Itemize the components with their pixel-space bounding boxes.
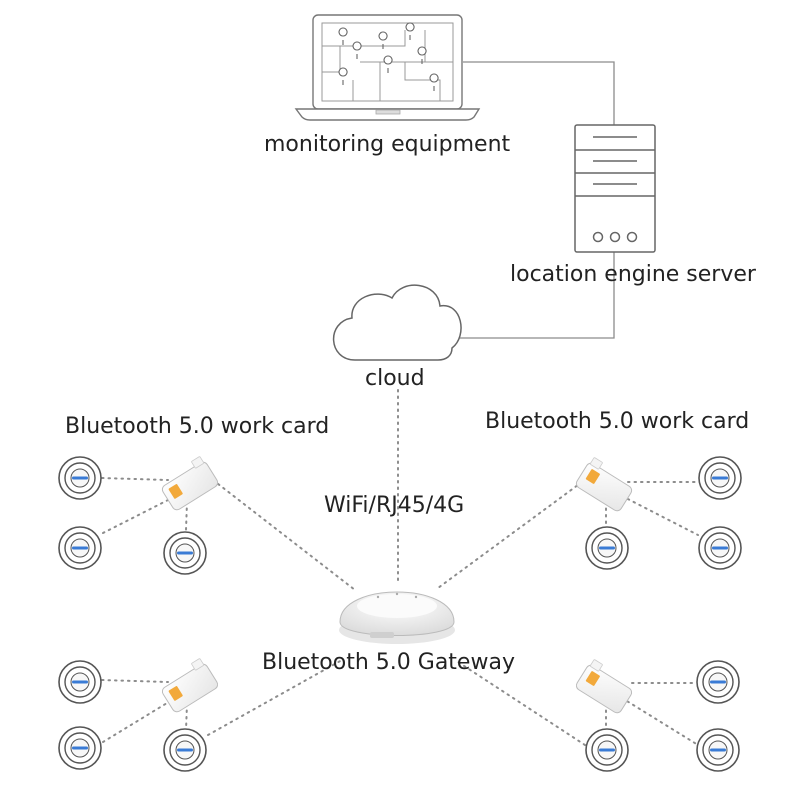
beacon-tag-icon [696, 660, 740, 704]
tl-beacon-link-3 [185, 501, 188, 531]
laptop-server-link [463, 61, 615, 125]
dotted-connectors [101, 389, 699, 746]
beacon-tag-icon [698, 526, 742, 570]
beacon-tag-icon [163, 531, 207, 575]
tl-beacon-link-2 [102, 497, 173, 534]
card-bl-gateway-link [207, 659, 343, 736]
gateway-label: Bluetooth 5.0 Gateway [262, 650, 515, 675]
server-cloud-link [458, 252, 615, 339]
location-engine-server-label: location engine server [510, 262, 756, 287]
gateway-icon [339, 591, 455, 644]
bl-beacon-link-3 [185, 703, 188, 731]
beacon-tags [58, 456, 742, 772]
beacon-tag-icon [698, 456, 742, 500]
card-br-gateway-link [454, 659, 586, 746]
monitoring-equipment-label: monitoring equipment [264, 132, 511, 157]
laptop-map-icon [294, 14, 481, 121]
beacon-tag-icon [585, 526, 629, 570]
work-card-bottom-right [575, 659, 633, 714]
bl-beacon-link-2 [102, 699, 173, 743]
br-beacon-link-2 [621, 697, 699, 746]
solid-connectors [458, 61, 615, 339]
beacon-tag-icon [163, 728, 207, 772]
work-card-bottom-left [161, 658, 219, 713]
tr-beacon-link-2 [621, 495, 699, 536]
beacon-tag-icon [58, 726, 102, 770]
tl-beacon-link-1 [101, 477, 169, 481]
beacon-tag-icon [58, 526, 102, 570]
card-tr-gateway-link [437, 481, 583, 589]
beacon-tag-icon [58, 456, 102, 500]
cloud-label: cloud [365, 366, 425, 391]
work-card-top-right [575, 457, 633, 512]
work-card-top-left [161, 456, 219, 511]
cloud-icon [332, 284, 462, 361]
card-tl-gateway-link [212, 479, 356, 591]
beacon-tag-icon [585, 728, 629, 772]
server-icon [574, 124, 656, 253]
work-card-label-right: Bluetooth 5.0 work card [485, 409, 750, 434]
beacon-tag-icon [58, 660, 102, 704]
beacon-tag-icon [696, 728, 740, 772]
bl-beacon-link-1 [101, 679, 169, 683]
network-label: WiFi/RJ45/4G [324, 493, 465, 518]
work-card-label-left: Bluetooth 5.0 work card [65, 414, 330, 439]
